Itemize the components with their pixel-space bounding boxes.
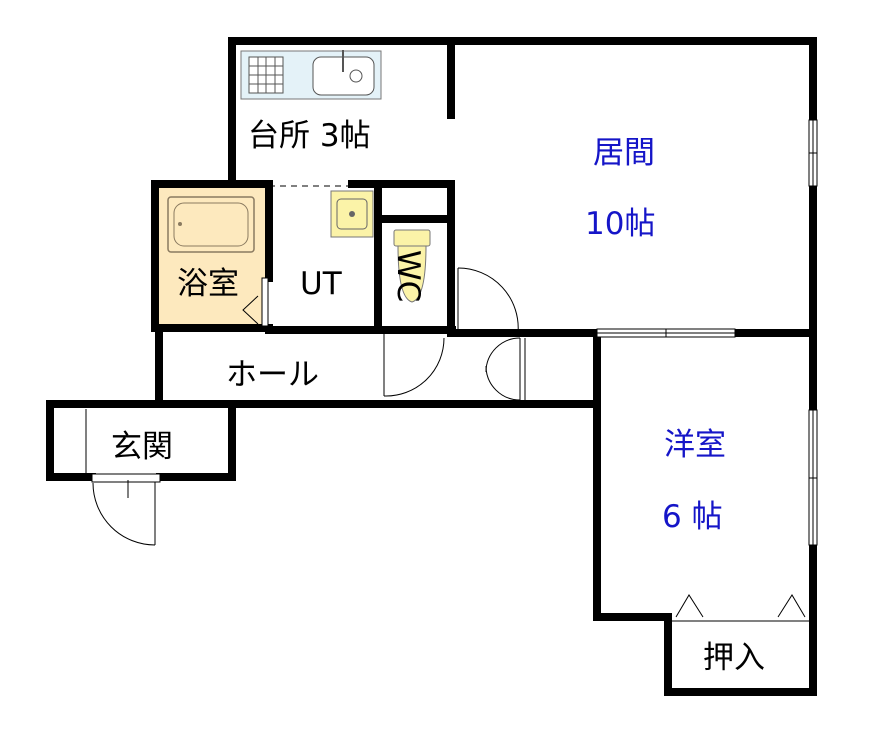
- living-name-label: 居間: [593, 135, 655, 171]
- living-size-label: 10帖: [585, 206, 655, 242]
- utility-label: UT: [300, 266, 343, 302]
- washbasin: [330, 190, 374, 238]
- closet-label: 押入: [703, 640, 765, 676]
- kitchen-label: 台所 3帖: [248, 118, 371, 154]
- doors: [91, 267, 806, 618]
- windows: [596, 119, 818, 546]
- entrance-label: 玄関: [111, 429, 173, 465]
- thin-lines: [85, 185, 809, 622]
- hall-label: ホール: [226, 357, 319, 393]
- bath-label: 浴室: [177, 266, 239, 302]
- kitchen-counter: [240, 50, 382, 100]
- bathtub: [167, 196, 255, 253]
- western-name-label: 洋室: [664, 427, 726, 463]
- toilet-label: WC: [390, 250, 426, 302]
- western-size-label: 6 帖: [662, 499, 723, 535]
- toilet: [393, 229, 431, 303]
- walls: [46, 37, 817, 696]
